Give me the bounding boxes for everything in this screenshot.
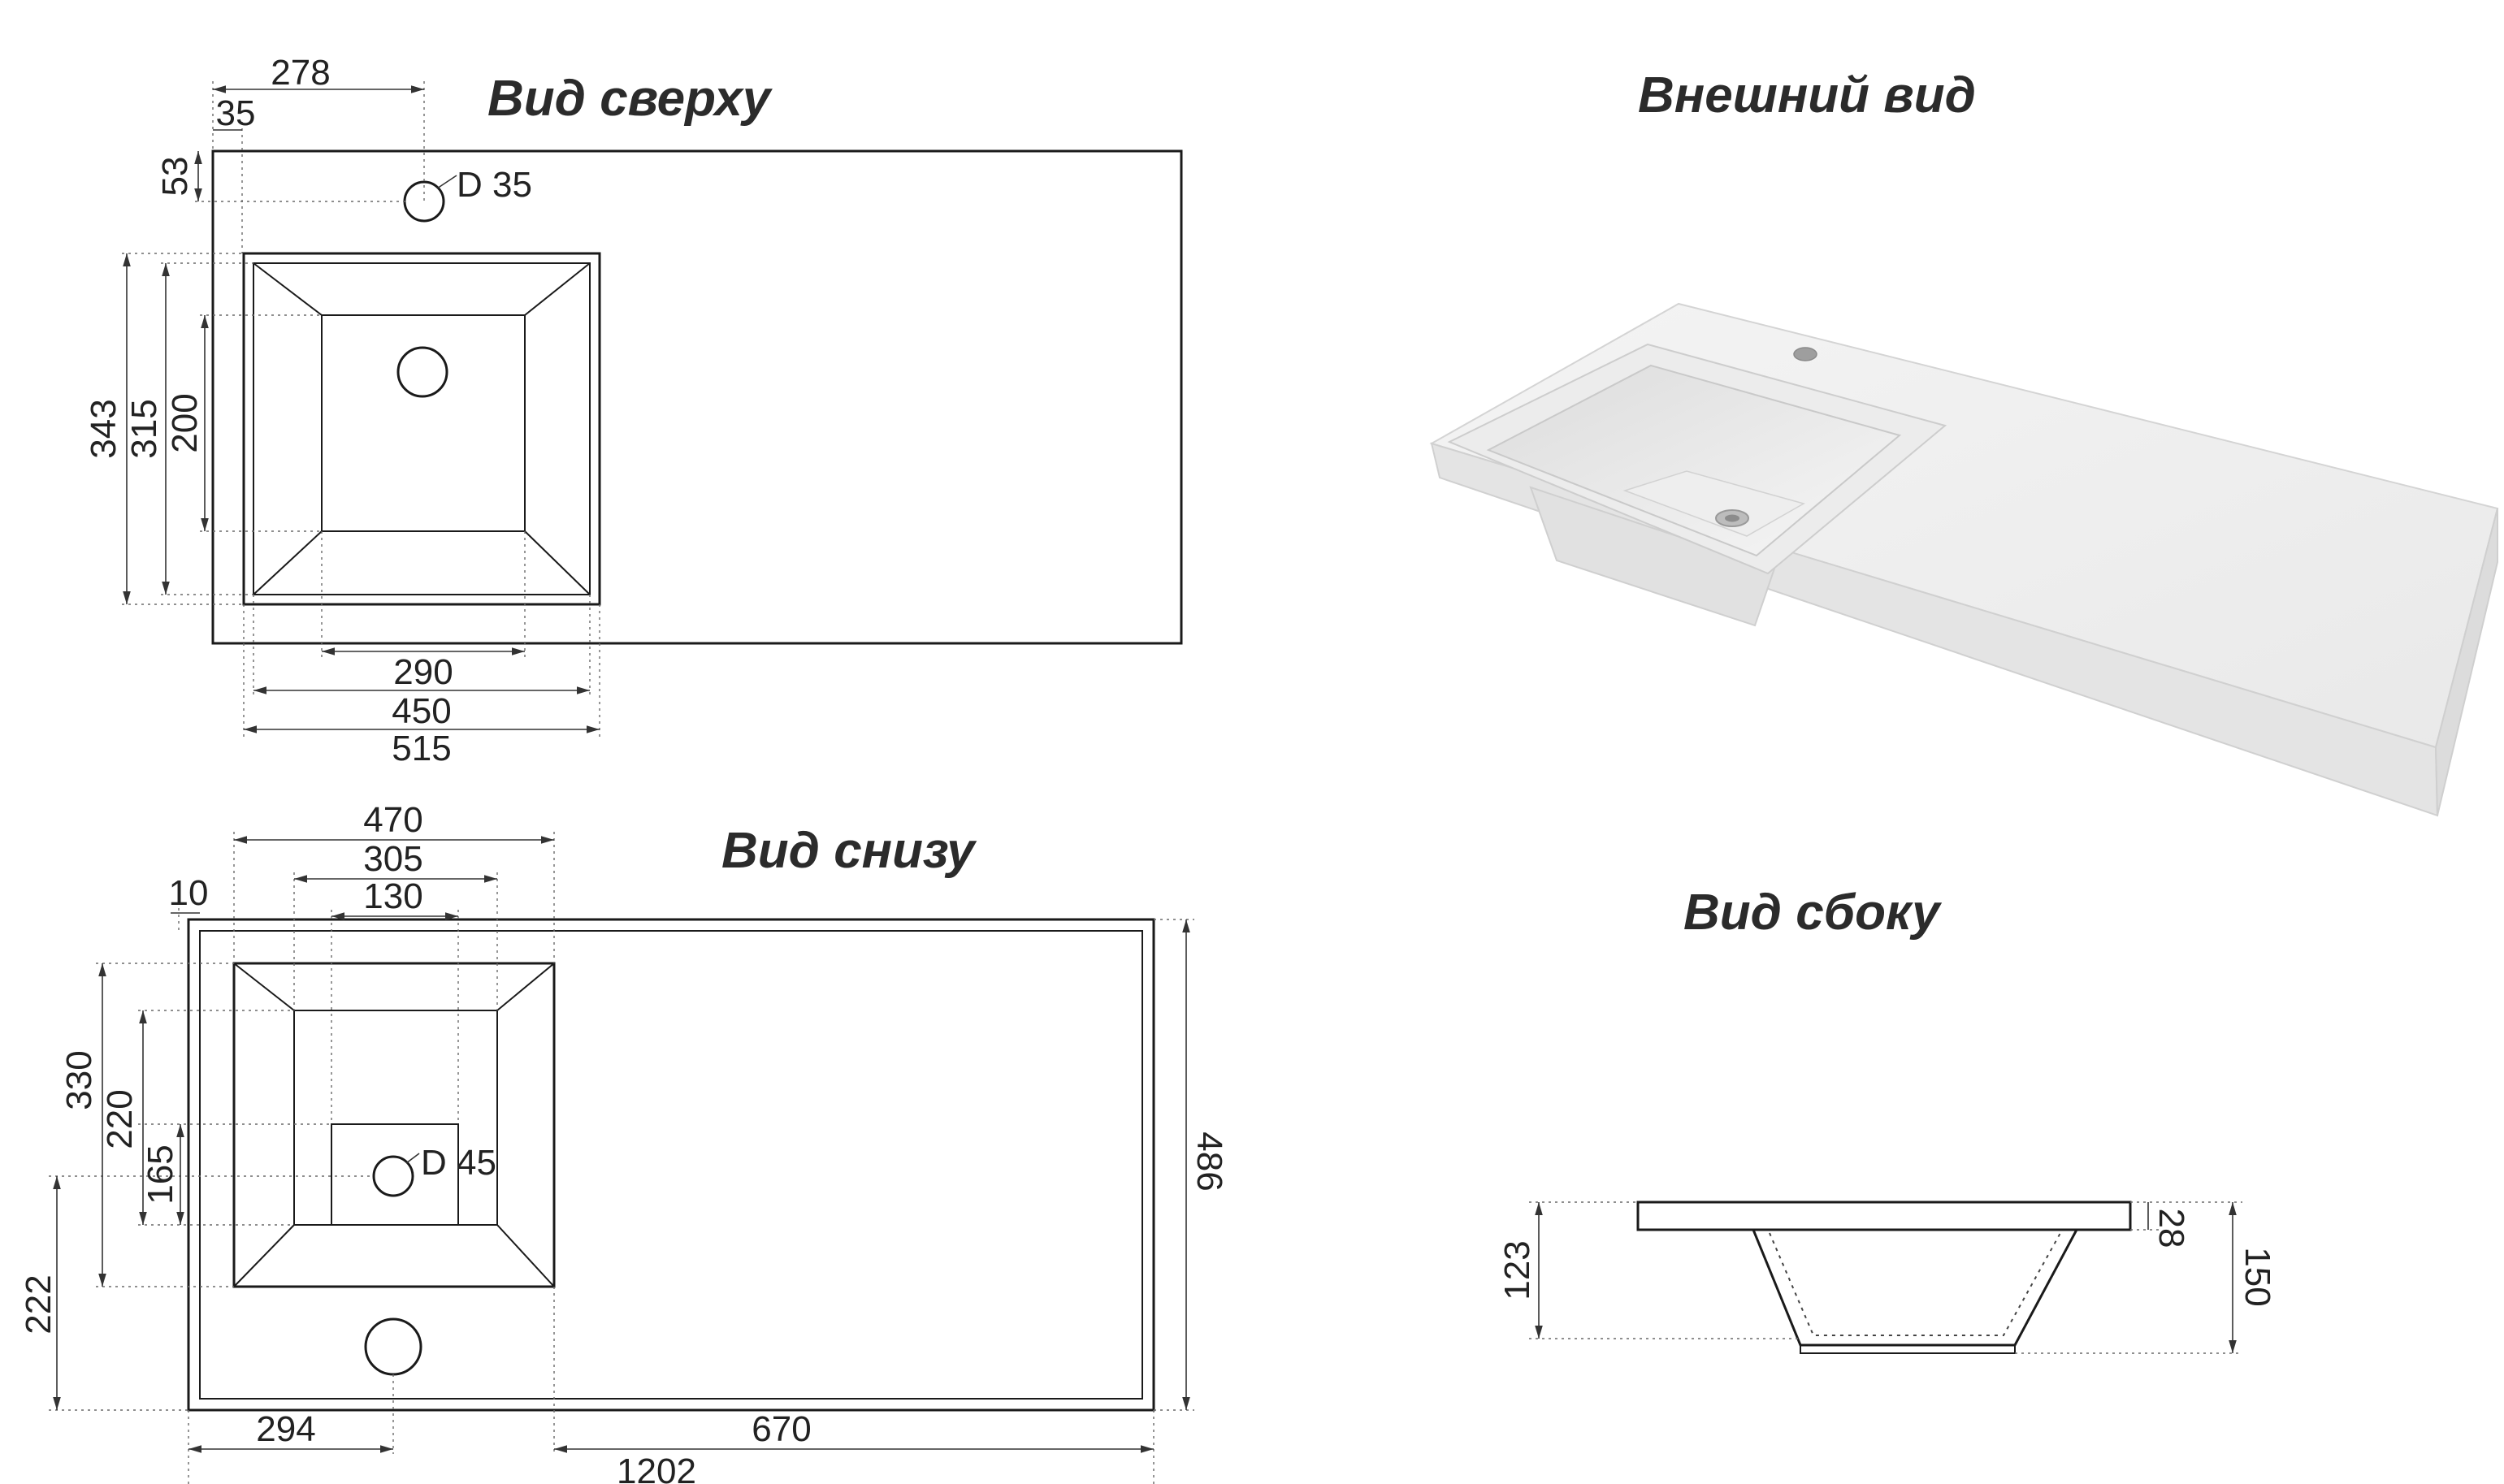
dim-330: 330 (59, 1050, 99, 1110)
side-bowl-inner (1769, 1232, 2061, 1336)
dim-470: 470 (363, 800, 422, 840)
side-drain-base (1800, 1344, 2016, 1354)
exterior-render (1429, 302, 2499, 817)
render-slab-end (2434, 508, 2498, 816)
dim-315: 315 (124, 399, 164, 458)
dim-d45: D 45 (421, 1143, 496, 1183)
side-bowl-body (1752, 1229, 2078, 1347)
bottom-view: 470 305 130 10 330 220 165 D 45 222 486 … (19, 800, 1229, 1484)
dim-53: 53 (155, 157, 195, 197)
bottom-bowl-base (293, 1010, 498, 1226)
dim-278: 278 (271, 53, 330, 93)
render-drain-center (1725, 514, 1739, 522)
render-bowl-floor (1622, 470, 1805, 537)
top-bowl-bottom (321, 314, 526, 532)
dim-222: 222 (19, 1274, 58, 1334)
dim-290: 290 (393, 652, 453, 692)
bottom-faucet-hole (364, 1317, 422, 1376)
dim-28: 28 (2151, 1209, 2191, 1248)
leader-d45 (405, 1153, 420, 1164)
dim-200: 200 (165, 393, 205, 452)
side-view: 123 28 150 (1497, 1201, 2277, 1354)
leader-d35 (436, 175, 457, 189)
dim-450: 450 (392, 691, 451, 731)
bottom-bowl-bevels (233, 963, 555, 1287)
bottom-countertop-outline (187, 918, 1155, 1412)
dim-150: 150 (2238, 1247, 2277, 1306)
bottom-drain-box (331, 1123, 459, 1226)
dim-35: 35 (216, 93, 256, 133)
dim-670: 670 (752, 1409, 811, 1449)
dim-220: 220 (100, 1089, 140, 1149)
top-bowl-bevels (253, 262, 591, 595)
top-bowl-rim (253, 262, 591, 595)
dim-486: 486 (1189, 1131, 1229, 1191)
dim-343: 343 (84, 399, 123, 458)
top-bowl-outer (242, 252, 601, 606)
dim-130: 130 (363, 876, 422, 916)
dim-305: 305 (363, 839, 422, 879)
dim-515: 515 (392, 729, 451, 768)
dim-1202: 1202 (617, 1452, 696, 1484)
render-faucet-hole (1793, 347, 1817, 361)
dim-10: 10 (169, 873, 209, 913)
top-view-title: Вид сверху (487, 71, 773, 127)
exterior-view-title: Внешний вид (1638, 67, 1976, 123)
dim-165: 165 (141, 1144, 180, 1204)
bottom-countertop-rim (199, 930, 1143, 1400)
bottom-bowl-skirt (232, 962, 556, 1288)
bottom-drain-hole (372, 1155, 414, 1197)
top-view: 278 35 53 D 35 343 315 200 290 450 515 (84, 53, 1183, 768)
side-view-title: Вид сбоку (1683, 885, 1943, 941)
dim-294: 294 (256, 1409, 315, 1449)
side-slab (1636, 1201, 2132, 1231)
top-countertop-outline (211, 149, 1183, 645)
dim-d35: D 35 (457, 165, 532, 205)
bottom-view-title: Вид снизу (721, 823, 977, 879)
top-drain-circle (396, 346, 448, 398)
dim-123: 123 (1497, 1240, 1537, 1300)
